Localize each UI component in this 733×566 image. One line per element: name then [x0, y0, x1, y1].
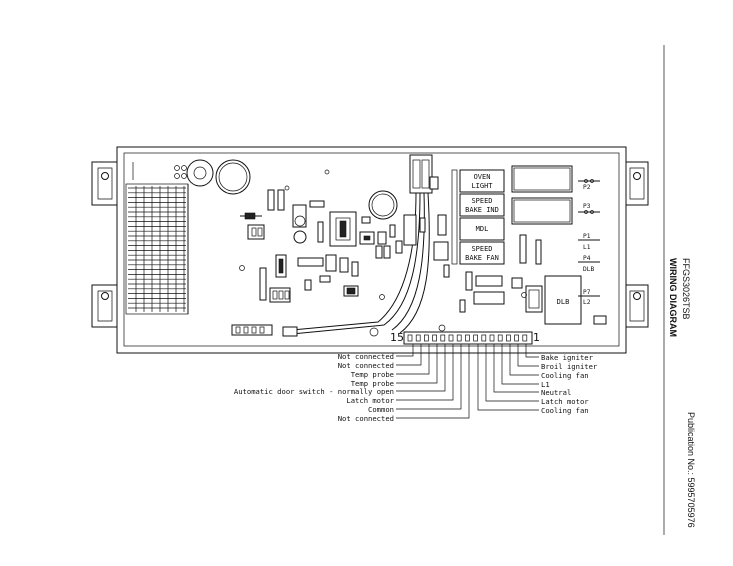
right-label-6: Latch motor	[541, 397, 589, 406]
left-leader-line	[396, 344, 446, 392]
left-leader-line	[396, 344, 430, 375]
left-pin-labels: Not connected Not connected Temp probe T…	[234, 352, 395, 423]
right-leader-line	[501, 344, 539, 385]
right-label-7: Cooling fan	[541, 406, 589, 415]
svg-text:BAKE IND: BAKE IND	[465, 206, 499, 214]
right-leader-line	[477, 344, 539, 411]
svg-text:DLB: DLB	[557, 298, 570, 306]
svg-text:P2: P2	[583, 184, 591, 191]
publication-number: Publication No.: 5995705976	[686, 412, 696, 528]
connector-pin	[465, 334, 470, 342]
right-leader-line	[493, 344, 539, 393]
right-leader-line	[525, 344, 539, 358]
mount-tab-left-top	[91, 161, 117, 206]
connector-pin	[481, 334, 487, 342]
mount-tab-right-bottom	[626, 284, 649, 328]
dlb-module: DLB	[544, 275, 607, 325]
left-leader-line	[396, 344, 422, 366]
right-leader-line	[509, 344, 539, 376]
connector-p7: P7 L2	[578, 289, 600, 306]
svg-text:MDL: MDL	[476, 225, 489, 233]
connector-pin	[448, 334, 454, 342]
pin-number-15: 15	[390, 331, 404, 344]
svg-text:P1: P1	[583, 233, 591, 240]
relay-speed-bake-fan: SPEED BAKE FAN	[459, 241, 505, 265]
main-connector-15-pin: 15 1	[390, 331, 540, 345]
relay-speed-bake-ind: SPEED BAKE IND	[459, 193, 505, 217]
connector-pin	[456, 334, 462, 342]
connector-pin	[506, 334, 511, 342]
connector-pin	[415, 334, 421, 342]
left-label-5: Automatic door switch - normally open	[234, 387, 394, 396]
model-number: FFGS3026TSB	[681, 258, 691, 320]
svg-text:P3: P3	[583, 203, 591, 210]
left-leader-line	[396, 344, 438, 384]
pin-number-1: 1	[533, 331, 540, 344]
connector-pin	[432, 334, 437, 342]
svg-text:BAKE FAN: BAKE FAN	[465, 254, 499, 262]
right-leader-line	[485, 344, 539, 402]
board-inner	[123, 152, 620, 347]
svg-text:SPEED: SPEED	[471, 197, 492, 205]
components-left	[231, 169, 403, 336]
connector-p3: P3	[578, 203, 600, 214]
relay-group: OVEN LIGHT SPEED BAKE IND MDL SPEED BAKE…	[451, 169, 505, 265]
connector-p1: P1 L1	[578, 233, 600, 251]
left-leader-line	[396, 344, 462, 410]
left-leader-line	[396, 344, 454, 401]
relay-mdl: MDL	[459, 217, 505, 241]
right-label-3: Cooling fan	[541, 371, 589, 380]
connector-pin	[497, 334, 503, 342]
left-label-2: Not connected	[338, 361, 394, 370]
svg-text:LIGHT: LIGHT	[471, 182, 493, 190]
relay-oven-light: OVEN LIGHT	[459, 169, 505, 193]
svg-text:DLB: DLB	[583, 266, 594, 273]
connector-p2: P2	[578, 179, 600, 191]
power-relays	[459, 165, 573, 313]
left-label-1: Not connected	[338, 352, 394, 361]
buzzer	[186, 159, 251, 195]
left-label-3: Temp probe	[351, 370, 394, 379]
wire-harness	[282, 154, 450, 337]
right-pin-labels: Bake igniter Broil igniter Cooling fan L…	[541, 353, 598, 415]
control-board	[91, 146, 649, 354]
board-outer	[116, 146, 627, 354]
left-leader-line	[396, 344, 414, 357]
svg-text:P4: P4	[583, 255, 591, 262]
connector-pin	[440, 334, 446, 342]
mount-tab-right-top	[626, 161, 649, 206]
diagram-title: WIRING DIAGRAM	[668, 258, 678, 337]
left-leader-line	[396, 344, 470, 419]
right-label-2: Broil igniter	[541, 362, 598, 371]
right-label-5: Neutral	[541, 388, 571, 397]
right-leader-line	[517, 344, 539, 367]
svg-text:OVEN: OVEN	[474, 173, 491, 181]
connector-pin	[424, 334, 429, 342]
connector-pin	[473, 334, 478, 342]
left-label-8: Not connected	[338, 414, 394, 423]
connector-pin	[489, 334, 495, 342]
svg-text:L2: L2	[583, 299, 591, 306]
pin-leader-lines	[396, 344, 539, 419]
left-label-7: Common	[368, 405, 394, 414]
svg-text:SPEED: SPEED	[471, 245, 492, 253]
mount-tab-left-bottom	[91, 284, 117, 328]
connector-pin	[522, 334, 528, 342]
right-label-1: Bake igniter	[541, 353, 594, 362]
connector-pin	[407, 334, 413, 342]
heat-sink	[125, 162, 189, 315]
left-label-6: Latch motor	[346, 396, 394, 405]
right-label-4: L1	[541, 380, 550, 389]
connector-pin	[514, 334, 519, 342]
connector-p4: P4 DLB	[578, 255, 600, 273]
left-label-4: Temp probe	[351, 379, 394, 388]
svg-text:L1: L1	[583, 244, 591, 251]
svg-text:P7: P7	[583, 289, 591, 296]
